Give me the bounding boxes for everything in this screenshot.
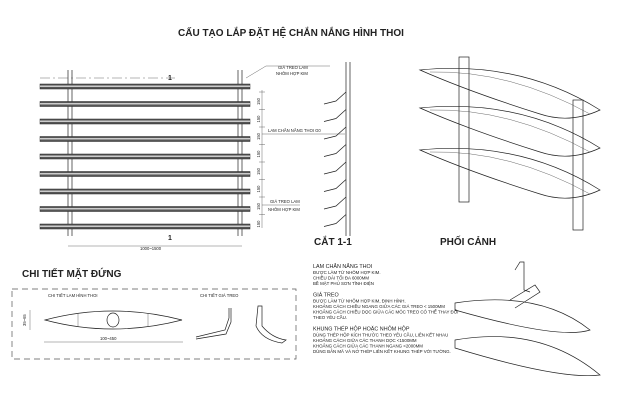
elevation-view: 1 1 1000~1500 <box>39 70 251 251</box>
louver-blade <box>418 106 601 157</box>
louver-section <box>323 161 347 175</box>
note-line: KHOẢNG CÁCH GIỮA CÁC THANH DỌC <1500MM <box>313 338 417 343</box>
vertical-frame <box>458 56 470 203</box>
louver-slat-highlight <box>40 225 250 227</box>
louver-section <box>323 144 347 157</box>
note-line: THEO YÊU CẦU. <box>313 315 347 320</box>
sheet-title: CẤU TẠO LẮP ĐẶT HỆ CHẮN NẮNG HÌNH THOI <box>178 26 404 39</box>
bracket-label: GIÁ TREO LAM <box>270 199 300 204</box>
spacing-dimension: 150 <box>256 185 261 193</box>
detail-frame <box>11 288 297 360</box>
note-line: ĐƯỢC LÀM TỪ NHÔM HỢP KIM, ĐỊNH HÌNH. <box>313 299 406 304</box>
louver-label: LAM CHẮN NẮNG THOI G0 <box>268 128 321 133</box>
bracket-3d-view <box>255 305 287 344</box>
louver-section <box>323 179 347 192</box>
note-heading: LAM CHẮN NẮNG THOI <box>313 262 372 270</box>
louver-blade <box>454 299 591 333</box>
spacing-dimension: 150 <box>256 220 261 228</box>
louver-section <box>323 109 347 122</box>
note-line: BỀ MẶT PHỦ SƠN TĨNH ĐIỆN <box>313 281 374 286</box>
blade-edge <box>429 71 591 115</box>
louver-section <box>323 196 347 210</box>
louver-slat-highlight <box>40 155 250 157</box>
note-heading: GIÁ TREO <box>313 292 339 299</box>
note-line: KHOẢNG CÁCH GIỮA CÁC THANH NGANG <2000MM <box>313 344 423 349</box>
note-line: CHIỀU DÀI TỐI ĐA 6000MM <box>313 276 369 281</box>
height-dimension: 35~65 <box>22 314 27 326</box>
perspective-title: PHỐI CẢNH <box>440 234 496 248</box>
note-line: ĐƯỢC LÀM TỪ NHÔM HỢP KIM. <box>313 270 381 275</box>
width-dimension: 100~450 <box>100 336 117 341</box>
louver-slat-highlight <box>40 173 250 175</box>
bracket-icon <box>514 261 531 293</box>
note-line: KHOẢNG CÁCH CHIỀU NGANG GIỮA CÁC GIÁ TRE… <box>313 304 445 309</box>
note-line: KHOẢNG CÁCH CHIỀU DỌC GIỮA CÁC MÓC TREO … <box>313 310 458 315</box>
louver-section <box>323 214 347 227</box>
louver-blade <box>418 148 601 199</box>
leader-line <box>245 65 330 79</box>
louver-blade <box>454 336 601 377</box>
blade-edge <box>429 109 591 153</box>
perspective-view: PHỐI CẢNH <box>418 56 601 248</box>
rhombus-louver-profile <box>43 310 183 330</box>
detail-title: CHI TIẾT MẶT ĐỨNG <box>22 267 122 280</box>
bracket-detail-label: CHI TIẾT GIÁ TREO <box>200 293 239 298</box>
spacing-dimension: 150 <box>256 202 261 210</box>
vertical-frame <box>572 99 584 231</box>
louver-detail-perspective <box>454 261 601 377</box>
bracket-label: NHÔM HỢP KIM <box>268 207 300 212</box>
width-dimension: 1000~1500 <box>140 246 162 251</box>
louver-core <box>106 312 120 328</box>
louver-slat-highlight <box>40 138 250 140</box>
louver-section <box>323 126 347 140</box>
louver-blade <box>418 68 601 119</box>
section-mark: 1 <box>168 235 172 242</box>
louver-section <box>323 91 347 105</box>
spacing-dimension: 150 <box>256 115 261 123</box>
bracket-label: NHÔM HỢP KIM <box>276 71 308 76</box>
spacing-dimension: 150 <box>256 97 261 105</box>
blade-edge <box>429 151 591 195</box>
bracket-side-view <box>195 308 232 340</box>
lam-detail-label: CHI TIẾT LAM HÌNH THOI <box>48 293 98 298</box>
louver-slat-highlight <box>40 208 250 210</box>
spacing-dimension: 150 <box>256 150 261 158</box>
note-heading: KHUNG THÉP HỘP HOẶC NHÔM HỘP <box>313 326 410 333</box>
spacing-dimension: 150 <box>256 167 261 175</box>
section-mark: 1 <box>168 75 172 82</box>
note-line: DÙNG BẢN MÃ VÀ NỞ THÉP LIÊN KẾT KHUNG TH… <box>313 349 451 354</box>
louver-slat-highlight <box>40 190 250 192</box>
spacing-dimension: 150 <box>256 132 261 140</box>
louver-slat-highlight <box>40 120 250 122</box>
section-title: CẮT 1-1 <box>314 235 352 248</box>
louver-slat-highlight <box>40 103 250 105</box>
bracket-icon <box>509 284 541 309</box>
louver-slat-highlight <box>40 85 250 87</box>
bracket-label: GIÁ TREO LAM <box>278 65 308 70</box>
section-view: GIÁ TREO LAM NHÔM HỢP KIM LAM CHẮN NẮNG … <box>245 62 352 248</box>
note-line: DÙNG THÉP HỘP KÍCH THƯỚC THEO YÊU CẦU, L… <box>313 333 448 338</box>
